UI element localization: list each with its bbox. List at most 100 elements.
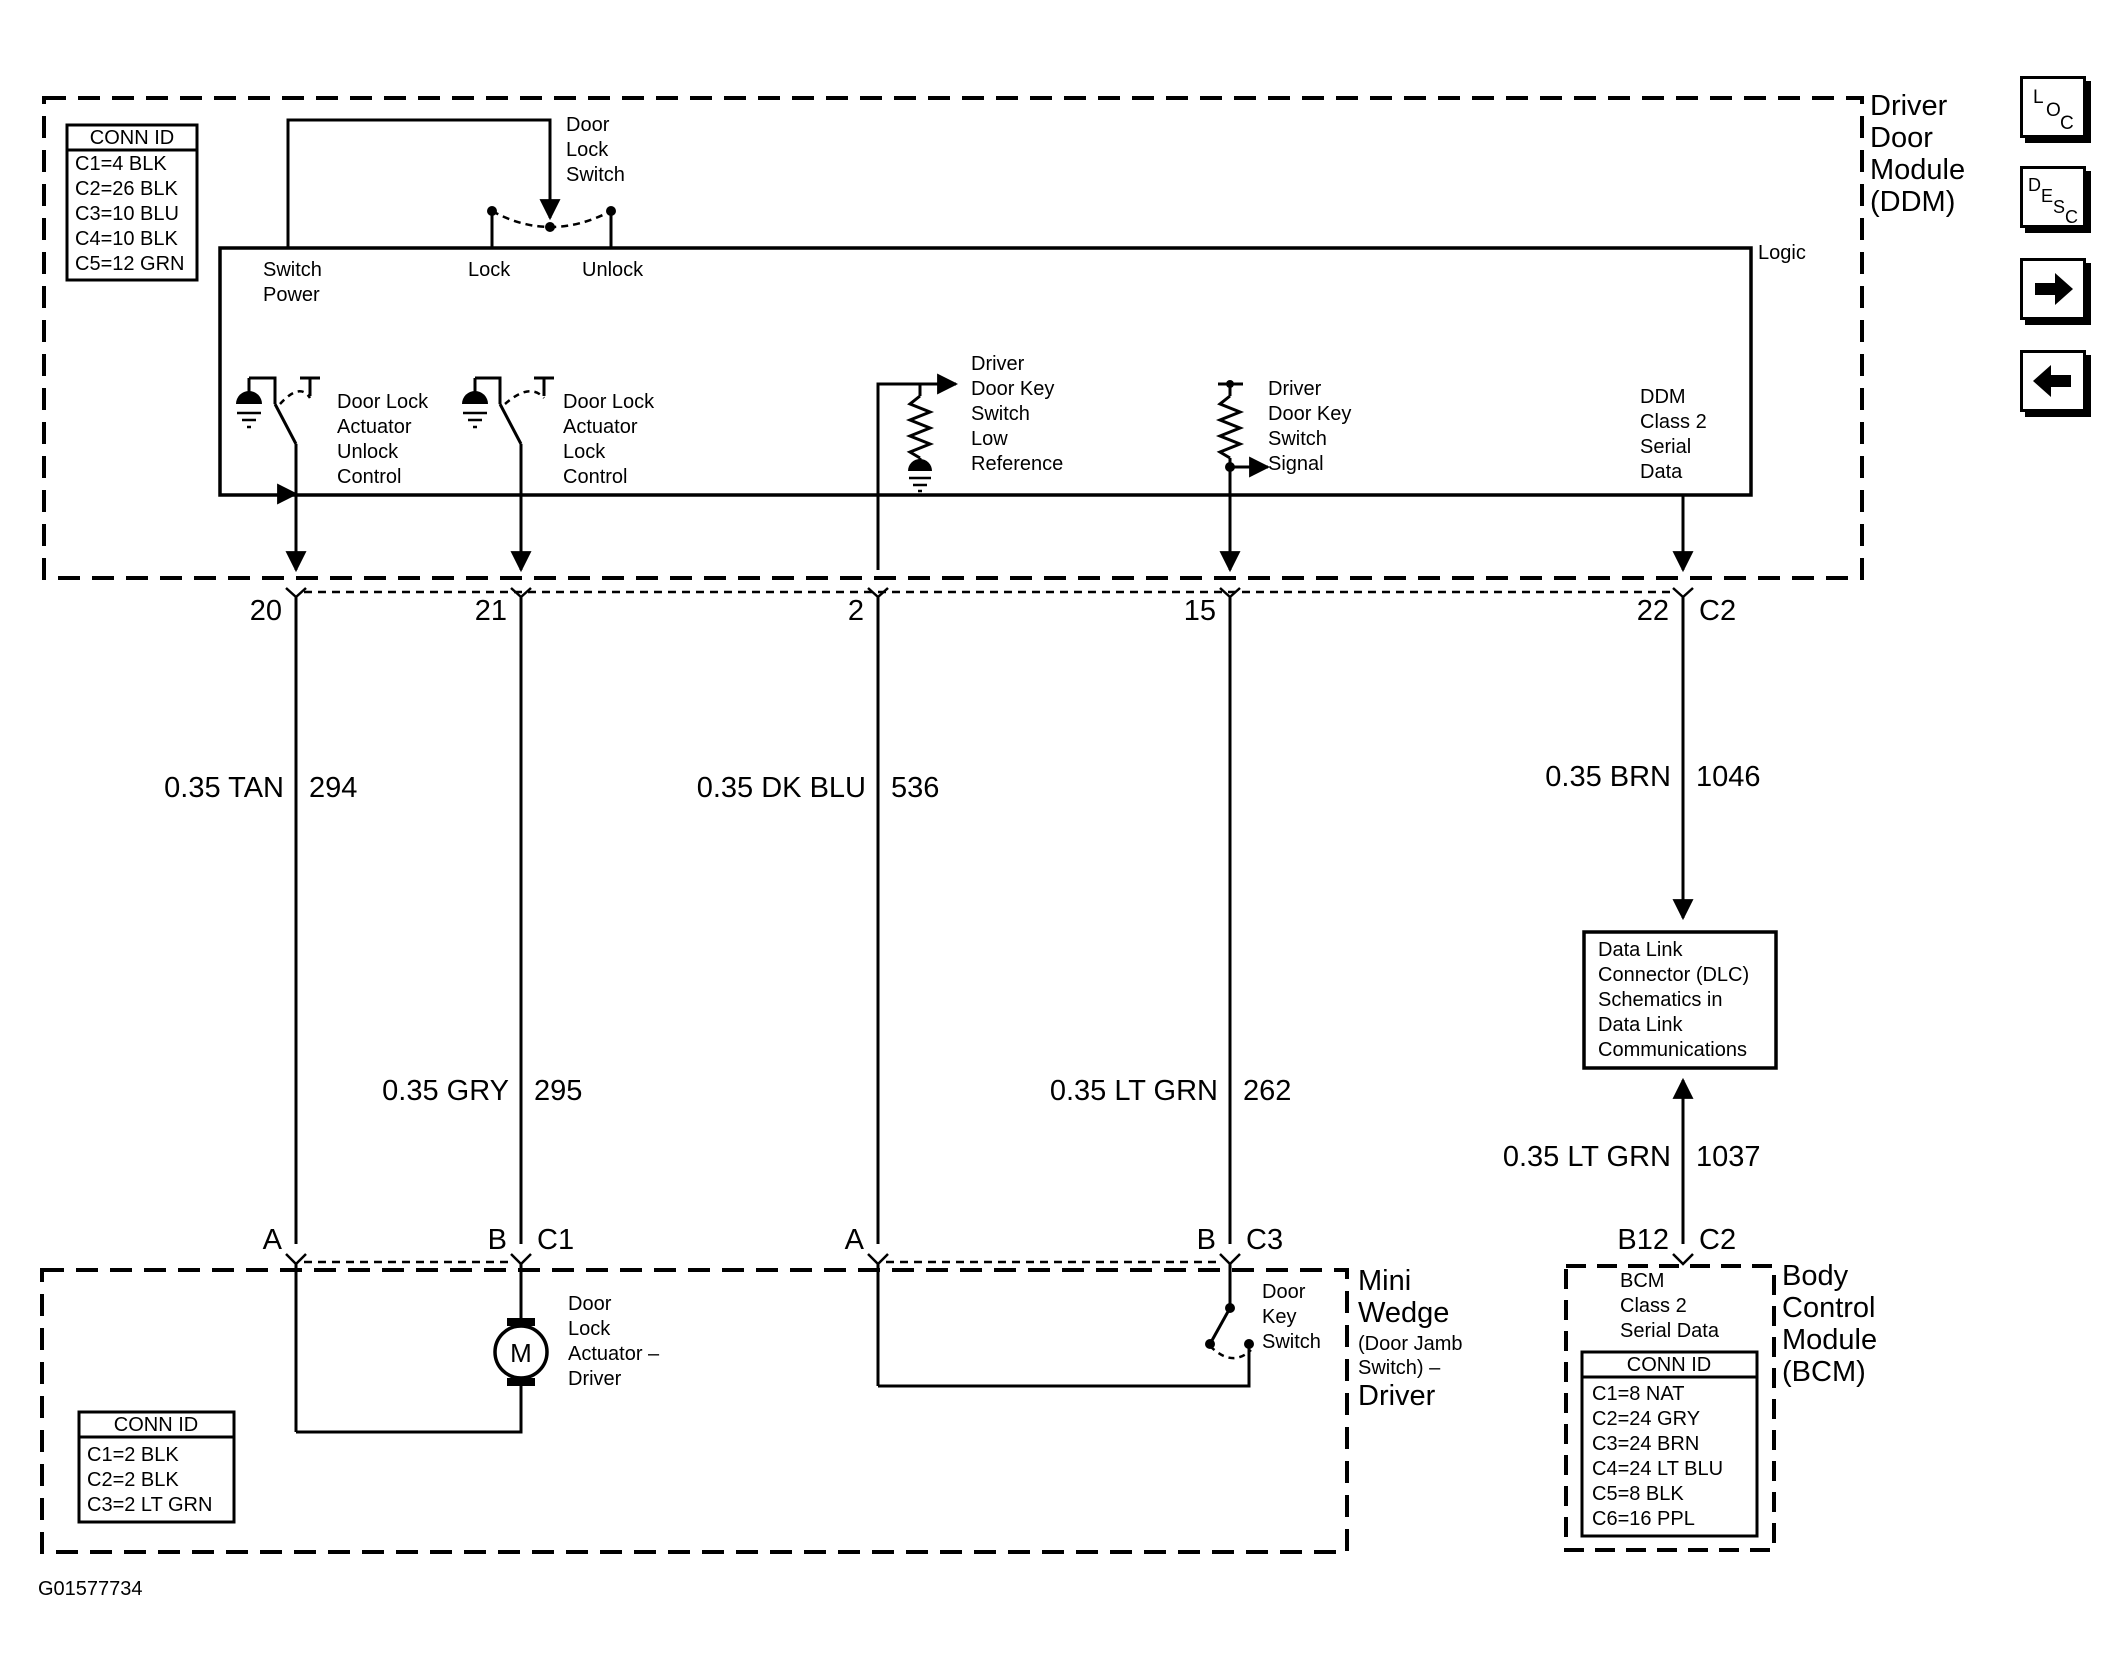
bottom-connector-c3: A B C3: [845, 1224, 1283, 1266]
unlock-control-label: Unlock: [337, 441, 399, 463]
logic-box: [218, 246, 1753, 497]
low-reference-label: Low: [971, 428, 1008, 450]
key-switch-low-reference: Driver Door Key Switch Low Reference: [876, 353, 1063, 570]
wire-circuit: 294: [309, 772, 357, 804]
dlc-label: Data Link: [1598, 1014, 1683, 1036]
wire-295: 0.35 GRY 295: [382, 597, 582, 1244]
actuator-label: Driver: [568, 1368, 622, 1390]
ddm-name-line: Door: [1870, 122, 1933, 154]
ddm-name-line: Module: [1870, 154, 1965, 186]
conn-id-title: CONN ID: [90, 127, 174, 149]
mini-wedge-name: Mini Wedge (Door Jamb Switch) – Driver: [1358, 1265, 1462, 1412]
switch-power-label: Switch: [263, 259, 322, 281]
unlock-control-label: Door Lock: [337, 391, 429, 413]
key-switch-label: Door: [1262, 1281, 1306, 1303]
pin-label: B: [1197, 1224, 1216, 1256]
description-button[interactable]: D E S C: [2020, 166, 2086, 228]
conn-id-title: CONN ID: [114, 1414, 198, 1436]
ddm-name: Driver Door Module (DDM): [1870, 90, 1965, 218]
wire-294: 0.35 TAN 294: [164, 597, 357, 1244]
conn-id-row: C6=16 PPL: [1592, 1508, 1695, 1530]
wire-1046: 0.35 BRN 1046: [1545, 597, 1761, 921]
bcm-serial-label: Class 2: [1620, 1295, 1687, 1317]
wire-spec: 0.35 BRN: [1545, 761, 1671, 793]
dlc-label: Schematics in: [1598, 989, 1723, 1011]
bcm-name-line: (BCM): [1782, 1356, 1866, 1388]
conn-id-row: C1=8 NAT: [1592, 1383, 1684, 1405]
wire-262: 0.35 LT GRN 262: [1050, 597, 1291, 1244]
door-lock-actuator-motor: M Door Lock Actuator – Driver: [294, 1264, 660, 1434]
mini-wedge-conn-id-table: CONN ID C1=2 BLK C2=2 BLK C3=2 LT GRN: [77, 1410, 236, 1524]
loc-icon: L O C: [2033, 87, 2074, 134]
ddm-serial-label: Class 2: [1640, 411, 1707, 433]
bcm-serial-label: Serial Data: [1620, 1320, 1720, 1342]
key-switch-label: Key: [1262, 1306, 1296, 1328]
mini-wedge-name-line: Wedge: [1358, 1297, 1449, 1329]
dlc-label: Connector (DLC): [1598, 964, 1749, 986]
wire-1037: 0.35 LT GRN 1037: [1503, 1077, 1761, 1244]
pin-label: 2: [848, 595, 864, 627]
lock-control-label: Lock: [563, 441, 606, 463]
key-signal-label: Switch: [1268, 428, 1327, 450]
wire-circuit: 262: [1243, 1075, 1291, 1107]
switch-label-line: Door: [566, 114, 610, 136]
mini-wedge-name-line: Switch) –: [1358, 1357, 1441, 1379]
lock-control-driver: Door Lock Actuator Lock Control: [462, 376, 655, 573]
pin-label: 20: [250, 595, 282, 627]
pin-label: 22: [1637, 595, 1669, 627]
low-reference-label: Reference: [971, 453, 1063, 475]
back-button[interactable]: [2020, 350, 2086, 412]
bottom-connector-bcm-c2: B12 C2: [1617, 1224, 1736, 1266]
ddm-serial-label: DDM: [1640, 386, 1686, 408]
wire-spec: 0.35 DK BLU: [697, 772, 866, 804]
switch-label-line: Lock: [566, 139, 609, 161]
conn-id-row: C1=4 BLK: [75, 153, 167, 175]
wire-circuit: 295: [534, 1075, 582, 1107]
bcm-boundary: [1564, 1264, 1776, 1552]
key-switch-signal: Driver Door Key Switch Signal: [1215, 378, 1351, 573]
low-reference-label: Door Key: [971, 378, 1054, 400]
door-key-switch: Door Key Switch: [876, 1264, 1321, 1388]
wire-spec: 0.35 TAN: [164, 772, 284, 804]
wire-spec: 0.35 LT GRN: [1503, 1141, 1671, 1173]
figure-id: G01577734: [38, 1578, 143, 1600]
bcm-serial-label: BCM: [1620, 1270, 1664, 1292]
lock-input-label: Lock: [468, 259, 511, 281]
conn-id-title: CONN ID: [1627, 1354, 1711, 1376]
bottom-connector-c1: A B C1: [263, 1224, 574, 1266]
conn-id-row: C5=8 BLK: [1592, 1483, 1684, 1505]
connector-label: C1: [537, 1224, 574, 1256]
wire-536: 0.35 DK BLU 536: [697, 597, 939, 1244]
mini-wedge-name-line: Mini: [1358, 1265, 1411, 1297]
bcm-conn-id-table: CONN ID C1=8 NAT C2=24 GRY C3=24 BRN C4=…: [1580, 1350, 1759, 1538]
pin-label: A: [263, 1224, 283, 1256]
pin-label: B12: [1617, 1224, 1669, 1256]
conn-id-row: C2=26 BLK: [75, 178, 179, 200]
wire-spec: 0.35 LT GRN: [1050, 1075, 1218, 1107]
low-reference-label: Switch: [971, 403, 1030, 425]
loc-letter: O: [2046, 100, 2061, 121]
location-button[interactable]: L O C: [2020, 76, 2086, 138]
actuator-label: Lock: [568, 1318, 611, 1340]
ddm-serial-label: Data: [1640, 461, 1683, 483]
actuator-label: Door: [568, 1293, 612, 1315]
desc-letter: D: [2028, 175, 2041, 195]
connector-label: C3: [1246, 1224, 1283, 1256]
conn-id-row: C3=10 BLU: [75, 203, 179, 225]
conn-id-row: C2=24 GRY: [1592, 1408, 1700, 1430]
bcm-name: Body Control Module (BCM): [1782, 1260, 1877, 1388]
pin-label: A: [845, 1224, 865, 1256]
next-button[interactable]: [2020, 258, 2086, 320]
dlc-label: Data Link: [1598, 939, 1683, 961]
bcm-serial-data: BCM Class 2 Serial Data: [1620, 1270, 1720, 1342]
low-reference-label: Driver: [971, 353, 1025, 375]
pin-label: 15: [1184, 595, 1216, 627]
switch-power-label: Power: [263, 284, 320, 306]
unlock-control-label: Control: [337, 466, 401, 488]
bcm-name-line: Control: [1782, 1292, 1876, 1324]
conn-id-row: C4=10 BLK: [75, 228, 179, 250]
ddm-conn-id-table: CONN ID C1=4 BLK C2=26 BLK C3=10 BLU C4=…: [65, 123, 199, 282]
ddm-name-line: (DDM): [1870, 186, 1955, 218]
bcm-name-line: Module: [1782, 1324, 1877, 1356]
